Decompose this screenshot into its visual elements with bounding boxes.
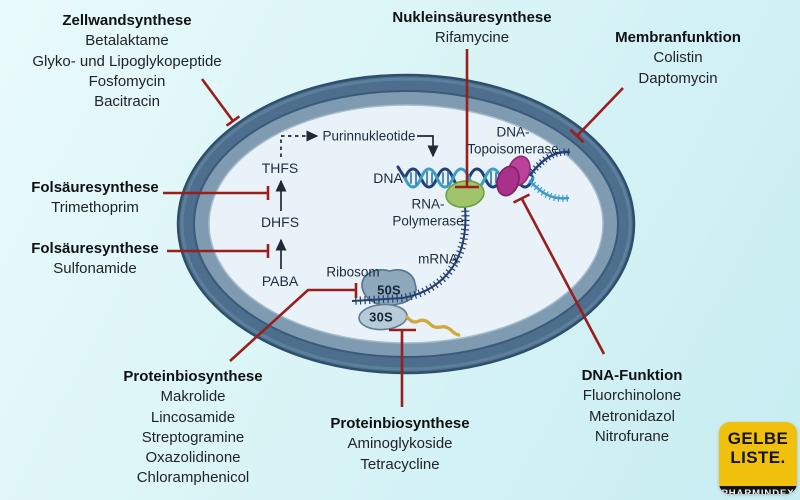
dna-rungs xyxy=(410,171,497,185)
label-group-proteinbiosynthese-mitte: Proteinbiosynthese Aminoglykoside Tetrac… xyxy=(330,414,469,475)
drug-item: Aminoglykoside xyxy=(347,435,453,453)
label-group-nukleinsaeuresynthese: Nukleinsäuresynthese Rifamycine xyxy=(392,8,551,49)
arrow-purinnukleotide-to-dna xyxy=(417,135,439,158)
label-group-folsaeuresynthese-unten: Folsäuresynthese Sulfonamide xyxy=(31,239,159,280)
inhibition-lines xyxy=(163,49,624,407)
label-group-proteinbiosynthese-links: Proteinbiosynthese Makrolide Lincosamide… xyxy=(123,367,262,489)
label-thfs: THFS xyxy=(261,160,299,176)
label-group-folsaeuresynthese-oben: Folsäuresynthese Trimethoprim xyxy=(31,178,159,219)
drug-item: Streptogramine xyxy=(141,428,245,446)
drug-item: Nitrofurane xyxy=(594,427,670,445)
label-mrna: mRNA xyxy=(418,251,458,267)
arrow-thfs-to-purinnukleotide xyxy=(280,130,319,157)
drug-item: Sulfonamide xyxy=(53,260,137,278)
inhibit-line-proteinbiosynthese-links xyxy=(229,283,358,362)
inhibit-line-dna-funktion xyxy=(512,193,606,355)
drug-item: Daptomycin xyxy=(638,69,718,87)
drug-item: Oxazolidinone xyxy=(145,449,241,467)
label-ribosom-50s: 50S xyxy=(377,282,401,298)
label-dhfs: DHFS xyxy=(260,214,300,230)
group-title: Proteinbiosynthese xyxy=(123,368,263,385)
dna-topoisomerase-shape xyxy=(496,155,531,197)
protein-chain xyxy=(405,315,461,337)
label-rna-polymerase-line2: Polymerase xyxy=(392,213,464,228)
ribosome xyxy=(358,269,417,331)
drug-item: Trimethoprim xyxy=(51,199,139,217)
group-title: Proteinbiosynthese xyxy=(330,415,470,432)
drug-item: Lincosamide xyxy=(150,408,236,426)
label-ribosom: Ribosom xyxy=(326,264,380,280)
cell-membrane-highlight xyxy=(180,77,632,371)
gelbe-liste-logo: GELBE LISTE. PHARMINDEX xyxy=(719,422,797,494)
label-purinnukleotide: Purinnukleotide xyxy=(322,128,416,144)
cell-cytoplasm xyxy=(208,104,604,344)
topoisomerase-front-lobe xyxy=(496,165,520,197)
drug-item: Rifamycine xyxy=(434,29,510,47)
folate-pathway-arrows xyxy=(275,130,439,269)
inhibit-line-zellwandsynthese xyxy=(200,78,241,127)
mrna-strand xyxy=(351,205,470,305)
inhibit-line-proteinbiosynthese-mitte xyxy=(389,328,416,407)
drug-item: Betalaktame xyxy=(85,32,169,50)
drug-item: Bacitracin xyxy=(94,93,160,111)
inhibit-line-membranfunktion xyxy=(569,87,624,144)
label-rna-polymerase-line1: RNA- xyxy=(411,196,445,212)
fork-lower-strand xyxy=(528,179,570,200)
drug-item: Fluorchinolone xyxy=(582,387,682,405)
label-paba: PABA xyxy=(261,273,299,289)
group-title: DNA-Funktion xyxy=(581,367,683,384)
drug-item: Chloramphenicol xyxy=(136,469,250,487)
label-topoisomerase-line1: DNA- xyxy=(496,124,530,140)
inhibit-line-trimethoprim xyxy=(163,186,270,200)
label-ribosom-30s: 30S xyxy=(369,309,393,325)
group-title: Zellwandsynthese xyxy=(62,12,192,29)
drug-item: Makrolide xyxy=(160,388,226,406)
label-topoisomerase-line2: Topoisomerase xyxy=(467,141,559,156)
drug-item: Glyko- und Lipoglykopeptide xyxy=(32,52,222,70)
label-dna: DNA xyxy=(373,170,403,186)
inhibit-line-nukleinsaeuresynthese xyxy=(455,49,479,189)
logo-tagline: PHARMINDEX xyxy=(719,486,797,494)
group-title: Nukleinsäuresynthese xyxy=(392,9,552,26)
bacterium-cell xyxy=(176,73,636,375)
label-rna-polymerase: RNA- Polymerase xyxy=(392,197,463,230)
inhibit-line-sulfonamide xyxy=(167,244,270,258)
mrna-line xyxy=(351,205,467,302)
drug-item: Fosfomycin xyxy=(88,72,166,90)
label-group-dna-funktion: DNA-Funktion Fluorchinolone Metronidazol… xyxy=(582,366,683,447)
group-title: Membranfunktion xyxy=(615,29,741,46)
label-dna-topoisomerase: DNA- Topoisomerase xyxy=(467,125,559,158)
group-title: Folsäuresynthese xyxy=(31,179,159,196)
logo-wordmark: GELBE LISTE. xyxy=(719,422,797,486)
drug-item: Colistin xyxy=(653,49,703,67)
fork-upper-strand xyxy=(528,150,571,177)
drug-item: Tetracycline xyxy=(360,455,440,473)
label-group-zellwandsynthese: Zellwandsynthese Betalaktame Glyko- und … xyxy=(32,11,221,112)
logo-word1: GELBE xyxy=(727,429,789,448)
logo-word2: LISTE. xyxy=(730,447,786,467)
label-group-membranfunktion: Membranfunktion Colistin Daptomycin xyxy=(615,28,741,89)
drug-item: Metronidazol xyxy=(589,407,675,425)
group-title: Folsäuresynthese xyxy=(31,240,159,257)
